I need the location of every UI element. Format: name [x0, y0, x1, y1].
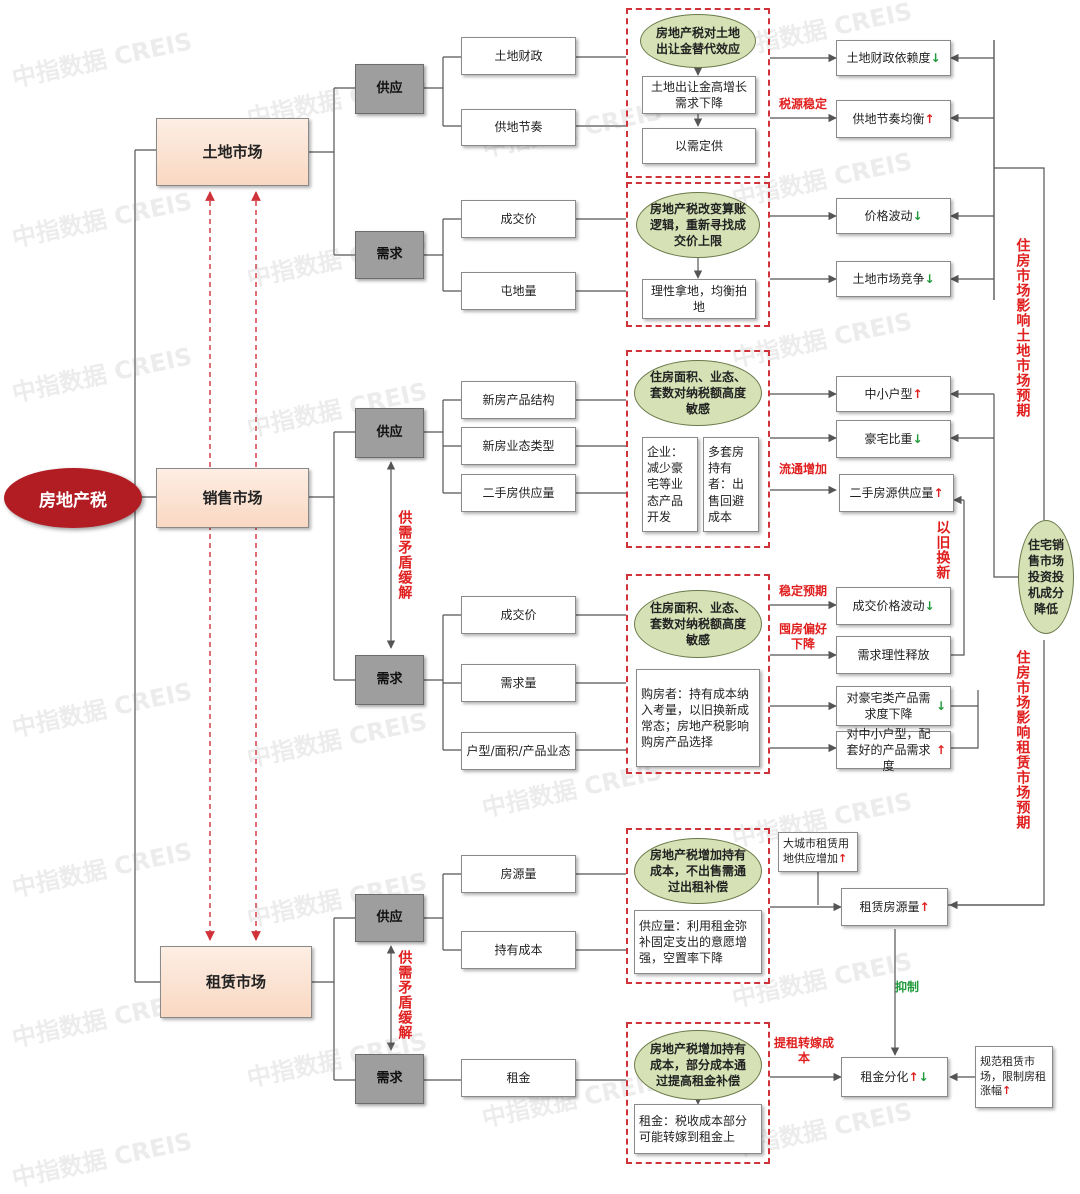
- land-outcome-supply-balance: 供地节奏均衡↑: [836, 100, 951, 138]
- rental-supply-effect: 供应量：利用租金弥补固定支出的意愿增强，空置率下降: [634, 910, 762, 974]
- hoarding-down-label: 囤房偏好下降: [778, 622, 827, 651]
- trade-in-label: 以旧换新: [934, 520, 951, 580]
- sales-demand-effect-group: [626, 574, 770, 774]
- sales-outcome-luxury-share: 豪宅比重↓: [836, 420, 951, 458]
- rental-conflict-label: 供需矛盾缓解: [396, 950, 413, 1040]
- rental-demand-item: 租金: [461, 1059, 576, 1097]
- sales-outcome-luxury-demand: 对豪宅类产品需求度下降↓: [836, 686, 951, 726]
- sales-supply-node: 供应: [355, 408, 424, 458]
- land-supply-item: 土地财政: [461, 37, 576, 75]
- sales-speculation-circle: 住宅销售市场投资投机成分降低: [1018, 520, 1074, 634]
- land-expectation-label: 住房市场影响土地市场预期: [1014, 238, 1031, 418]
- sales-conflict-label: 供需矛盾缓解: [396, 510, 413, 600]
- land-outcome-price-volatility: 价格波动↓: [836, 198, 951, 234]
- rental-supply-item: 持有成本: [461, 931, 576, 969]
- sales-market-node: 销售市场: [156, 468, 309, 528]
- land-supply-effect: 土地出让金高增长需求下降: [642, 76, 756, 114]
- land-demand-effect: 理性拿地，均衡拍地: [642, 279, 756, 319]
- rental-city-land-supply: 大城市租赁用地供应增加↑: [778, 832, 858, 872]
- land-supply-node: 供应: [355, 64, 424, 114]
- sales-supply-effect-group: [626, 350, 770, 548]
- sales-supply-mechanism: 住房面积、业态、套数对纳税额高度敏感: [634, 360, 762, 426]
- rental-demand-effect-group: [626, 1022, 770, 1164]
- land-outcome-fiscal-dependence: 土地财政依赖度↓: [836, 40, 951, 76]
- sales-supply-item: 新房产品结构: [461, 381, 576, 419]
- land-demand-node: 需求: [355, 231, 424, 279]
- sales-outcome-price-volatility: 成交价格波动↓: [836, 587, 951, 625]
- rental-supply-item: 房源量: [461, 855, 576, 893]
- land-outcome-competition: 土地市场竞争↓: [836, 261, 951, 297]
- rental-market-node: 租赁市场: [160, 946, 312, 1018]
- rental-supply-node: 供应: [355, 894, 424, 942]
- rental-supply-effect-group: [626, 828, 770, 984]
- tax-stable-label: 税源稳定: [778, 97, 827, 111]
- rental-supply-mechanism: 房地产税增加持有成本，不出售需通过出租补偿: [634, 838, 762, 904]
- rental-demand-effect: 租金：税收成本部分可能转嫁到租金上: [634, 1104, 762, 1154]
- sales-supply-item: 新房业态类型: [461, 427, 576, 465]
- stable-expectation-label: 稳定预期: [778, 584, 827, 598]
- sales-demand-item: 需求量: [461, 664, 576, 702]
- rental-outcome-housing-supply: 租赁房源量↑: [841, 888, 948, 926]
- sales-demand-effect-buyer: 购房者：持有成本纳入考量，以旧换新成常态；房地产税影响购房产品选择: [636, 669, 760, 767]
- listing-up-label: 流通增加: [778, 462, 827, 476]
- rental-demand-node: 需求: [355, 1054, 424, 1104]
- sales-outcome-small-unit-demand: 对中小户型，配套好的产品需求度↑: [836, 727, 951, 773]
- land-supply-effect: 以需定供: [642, 128, 756, 164]
- land-supply-effect-group: [626, 8, 770, 178]
- sales-demand-node: 需求: [355, 655, 424, 705]
- rental-demand-mechanism: 房地产税增加持有成本，部分成本通过提高租金补偿: [634, 1030, 762, 1100]
- land-supply-mechanism: 房地产税对土地出让金替代效应: [640, 14, 756, 68]
- land-demand-mechanism: 房地产税改变算账逻辑，重新寻找成交价上限: [636, 192, 760, 258]
- sales-supply-effect-developer: 企业：减少豪宅等业态产品开发: [642, 437, 698, 532]
- pass-cost-label: 提租转嫁成本: [774, 1036, 835, 1065]
- land-demand-item: 屯地量: [461, 272, 576, 310]
- land-supply-item: 供地节奏: [461, 109, 576, 146]
- sales-outcome-small-units: 中小户型↑: [836, 376, 951, 412]
- rental-regulation: 规范租赁市场，限制房租涨幅↑: [975, 1046, 1053, 1108]
- rental-outcome-rent-differentiation: 租金分化↑↓: [841, 1057, 948, 1097]
- sales-supply-effect-holder: 多套房持有者：出售回避成本: [703, 437, 759, 532]
- sales-supply-item: 二手房供应量: [461, 474, 576, 512]
- land-demand-item: 成交价: [461, 200, 576, 238]
- land-demand-effect-group: [626, 182, 770, 327]
- restrain-label: 抑制: [895, 980, 920, 994]
- sales-demand-mechanism: 住房面积、业态、套数对纳税额高度敏感: [634, 590, 762, 658]
- sales-outcome-rational-demand: 需求理性释放: [836, 636, 951, 674]
- land-market-node: 土地市场: [156, 118, 309, 186]
- sales-demand-item: 户型/面积/产品业态: [461, 732, 576, 770]
- root-node-property-tax: 房地产税: [4, 468, 142, 528]
- rental-expectation-label: 住房市场影响租赁市场预期: [1014, 650, 1031, 830]
- sales-demand-item: 成交价: [461, 596, 576, 634]
- sales-outcome-resale-supply: 二手房源供应量↑: [839, 474, 954, 512]
